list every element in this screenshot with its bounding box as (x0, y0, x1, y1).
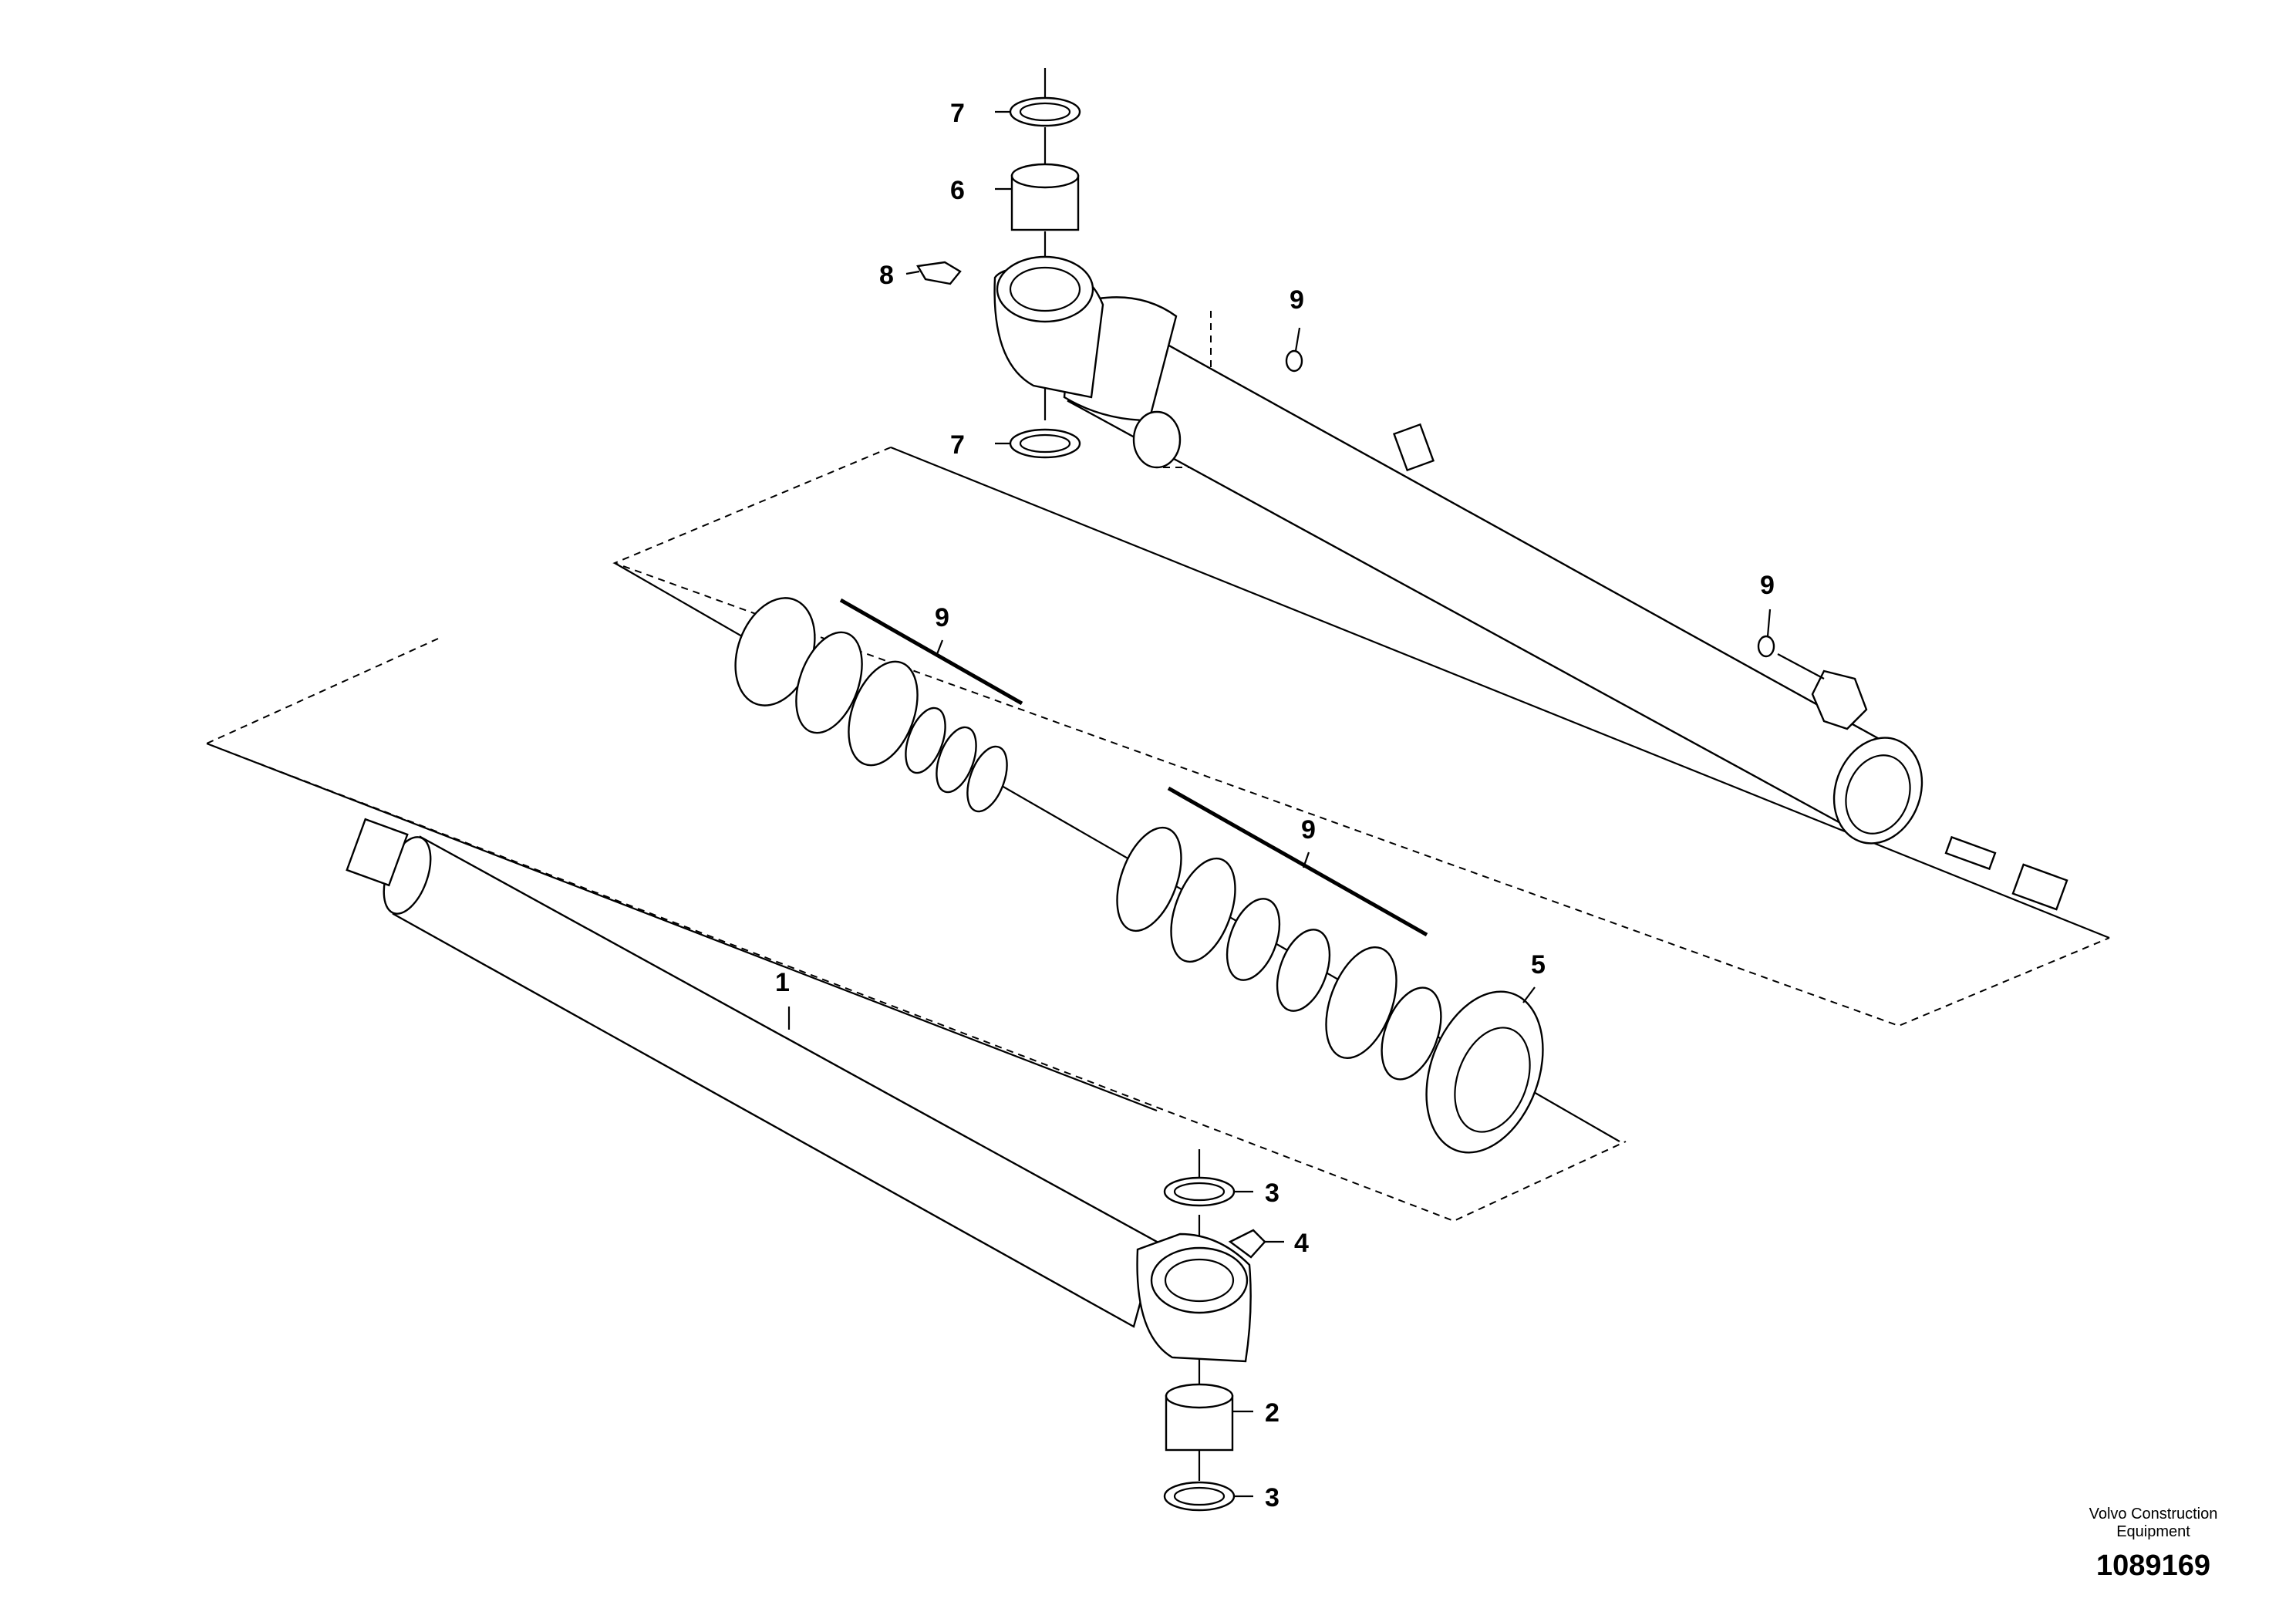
assembly-frames (204, 311, 2110, 1222)
callout-2[interactable]: 2 (1265, 1398, 1279, 1428)
callout-3-bottom[interactable]: 3 (1265, 1483, 1279, 1512)
port-oring-top (1285, 349, 1303, 373)
rod-eye-top (1150, 1246, 1249, 1314)
leader-lines (787, 110, 1772, 1498)
barrel-port-fitting (1811, 669, 1868, 730)
bracket-head-kit (1167, 786, 1428, 937)
leader-9-top (1294, 327, 1301, 352)
piston-ring-e (966, 745, 1008, 813)
frame-barrel-group (612, 447, 2110, 1027)
callout-9-barrel-top[interactable]: 9 (1290, 285, 1304, 315)
bottom-bushing-top (1165, 1383, 1234, 1409)
callout-9-head[interactable]: 9 (1301, 815, 1316, 845)
rod-body (392, 835, 1158, 1328)
rod-threaded-end (346, 818, 409, 887)
axis-rod-line (206, 742, 1158, 1112)
leader-8 (905, 270, 920, 275)
callout-9-barrel-right[interactable]: 9 (1760, 571, 1775, 600)
head-ring-b (1170, 857, 1236, 963)
assembly-axis-lines (206, 68, 2110, 1481)
head-ring-a (1116, 826, 1182, 932)
bottom-seal-upper-inner (1173, 1182, 1226, 1202)
barrel-eye-top (996, 255, 1094, 323)
barrel-weld-stub (1392, 423, 1435, 472)
leader-9-right (1766, 609, 1772, 637)
footer: Volvo Construction Equipment 1089169 (2089, 1506, 2218, 1582)
port-pipe (1777, 653, 1825, 679)
port-oring-right (1757, 635, 1775, 658)
callout-6[interactable]: 6 (950, 176, 965, 205)
head-ring-f (1381, 986, 1442, 1081)
head-ring-d (1276, 929, 1331, 1012)
rod-eye-bore (1164, 1258, 1235, 1303)
bottom-seal-lower-inner (1173, 1486, 1226, 1506)
axis-barrel-upper (890, 446, 2110, 939)
callout-7-top[interactable]: 7 (950, 99, 965, 128)
piston-ring-b (848, 660, 919, 767)
head-ring-e (1325, 946, 1397, 1059)
callout-4[interactable]: 4 (1294, 1229, 1309, 1258)
top-seal-upper-inner (1019, 102, 1071, 122)
leader-9-head (1302, 851, 1310, 868)
valve-part-b (2011, 863, 2068, 911)
callout-1[interactable]: 1 (775, 968, 790, 997)
brand-line-1: Volvo Construction (2089, 1506, 2218, 1523)
cylinder-barrel (993, 255, 1923, 845)
frame-port-group (1157, 311, 1212, 468)
piston-ring-d (936, 726, 977, 794)
leader-5 (1522, 986, 1536, 1003)
leader-9-piston (936, 639, 944, 655)
head-ring-c (1226, 898, 1281, 981)
top-grease-nipple (916, 261, 962, 285)
eye-hardware (916, 96, 2068, 1512)
callout-numbers: 7 6 8 7 9 9 9 9 5 1 3 4 2 3 (775, 99, 1775, 1512)
barrel-eye-bore (1009, 266, 1081, 312)
barrel-bore (1845, 754, 1911, 835)
head-bore (1454, 1027, 1531, 1133)
piston-ring-a (795, 631, 863, 734)
kit-brackets (839, 598, 1428, 937)
barrel-body (1067, 303, 1883, 835)
valve-part-a (1944, 835, 1997, 871)
top-bushing-top (1010, 163, 1080, 189)
piston-rod (346, 818, 1252, 1363)
document-number: 1089169 (2096, 1549, 2210, 1582)
callout-5[interactable]: 5 (1531, 950, 1546, 980)
bracket-piston-kit (839, 598, 1023, 706)
callout-7-lower[interactable]: 7 (950, 430, 965, 460)
callout-3-top[interactable]: 3 (1265, 1179, 1279, 1208)
callout-8[interactable]: 8 (879, 261, 894, 290)
piston-ring-c (905, 706, 946, 774)
barrel-port-boss (1132, 410, 1182, 469)
top-seal-lower-inner (1019, 433, 1071, 454)
callout-9-piston[interactable]: 9 (935, 603, 949, 632)
seal-kits (734, 597, 1442, 1081)
frame-rod-group (204, 638, 1627, 1222)
cylinder-head (1425, 990, 1544, 1154)
brand-line-2: Equipment (2116, 1523, 2190, 1540)
